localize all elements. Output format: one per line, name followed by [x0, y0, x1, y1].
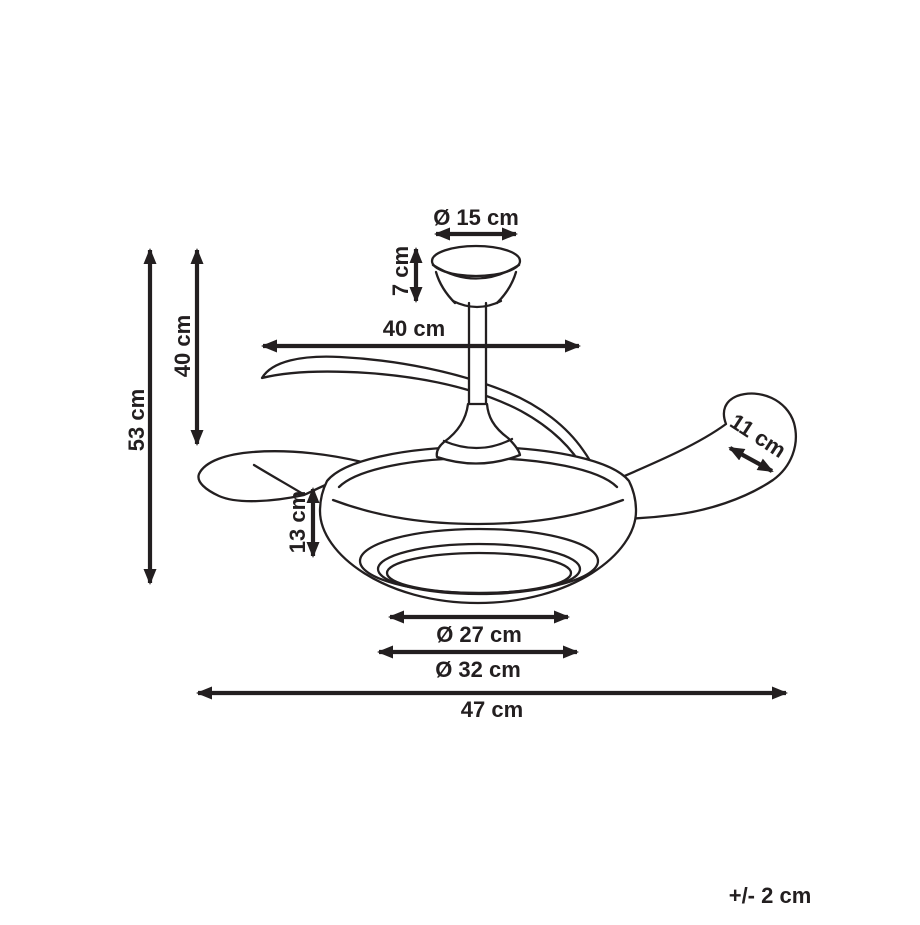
housing-band-line: [331, 498, 625, 526]
canopy-cone-right-edge: [495, 270, 518, 305]
dim-upper-span: 40 cm: [261, 316, 581, 353]
label-canopy-diameter: Ø 15 cm: [433, 205, 519, 230]
dim-total-span: 47 cm: [196, 686, 788, 722]
canopy-top-plate: [430, 244, 522, 278]
rod-flare-rim-line: [442, 437, 514, 450]
label-upper-span: 40 cm: [383, 316, 445, 341]
canopy-cone-left-edge: [434, 270, 457, 305]
label-total-span: 47 cm: [461, 697, 523, 722]
canopy-lower-rim: [431, 263, 521, 280]
label-body-height: 13 cm: [285, 491, 310, 553]
label-light-diameter-inner: Ø 27 cm: [436, 622, 522, 647]
canopy-bottom-cup: [451, 299, 503, 309]
rod-flare: [435, 402, 522, 465]
ceiling-canopy: [430, 244, 522, 309]
downrod: [467, 301, 488, 406]
dim-light-diameter-outer: Ø 32 cm: [377, 645, 579, 682]
blade-right: [604, 392, 797, 521]
dim-canopy-height: 7 cm: [388, 246, 423, 303]
blade-left-fold-line: [252, 463, 305, 496]
dim-light-diameter-inner: Ø 27 cm: [388, 610, 570, 647]
dimension-annotations: Ø 15 cm 7 cm 40 cm 40 cm 53 cm 13 cm: [124, 205, 811, 908]
dim-upper-height: 40 cm: [170, 248, 204, 446]
label-upper-height: 40 cm: [170, 315, 195, 377]
dim-canopy-diameter: Ø 15 cm: [433, 205, 519, 241]
lens-ring-inner: [385, 551, 573, 595]
rod-flare-bell: [435, 402, 522, 465]
label-light-diameter-outer: Ø 32 cm: [435, 657, 521, 682]
fan-drawing: [197, 244, 797, 605]
light-lens-rings: [358, 527, 600, 596]
dim-arrow-blade-tip-width: [728, 446, 774, 473]
label-canopy-height: 7 cm: [388, 246, 413, 296]
dim-body-height: 13 cm: [285, 487, 320, 558]
label-total-height: 53 cm: [124, 389, 149, 451]
tolerance-note: +/- 2 cm: [729, 883, 812, 908]
dim-total-height: 53 cm: [124, 248, 157, 585]
downrod-body: [469, 303, 486, 404]
